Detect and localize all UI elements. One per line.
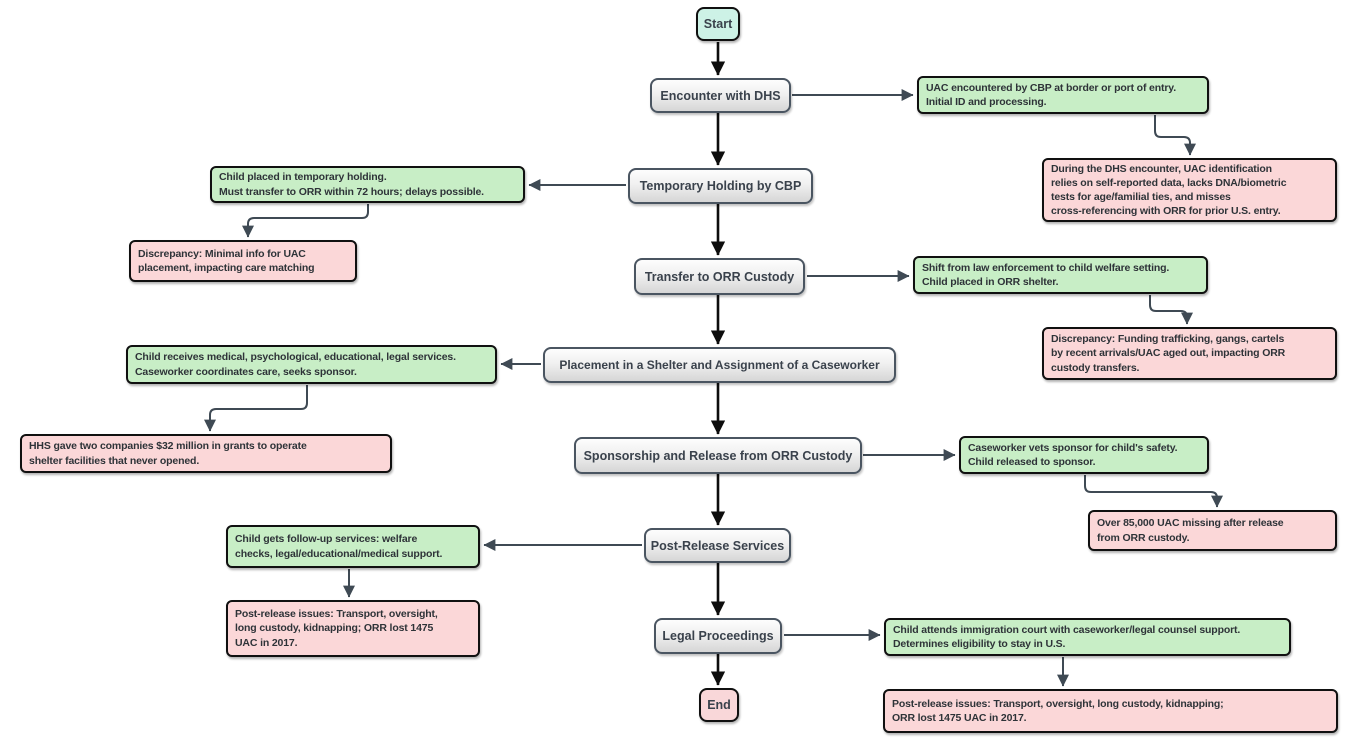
elbow-sponsornote-to-missingissue	[1084, 475, 1223, 508]
node-encounter-dhs: Encounter with DHS	[650, 78, 791, 113]
elbow-uacnote-to-dhsissue	[1154, 115, 1196, 156]
note-uac-encountered: UAC encountered by CBP at border or port…	[917, 76, 1209, 114]
node-post-release-services: Post-Release Services	[644, 528, 791, 563]
note-followup-services: Child gets follow-up services: welfare c…	[226, 525, 480, 568]
node-end: End	[699, 688, 739, 722]
elbow-shiftnote-to-fundingissue	[1149, 295, 1193, 325]
issue-missing-uac: Over 85,000 UAC missing after release fr…	[1088, 510, 1337, 551]
issue-funding-trafficking: Discrepancy: Funding trafficking, gangs,…	[1042, 327, 1337, 380]
node-sponsorship-release: Sponsorship and Release from ORR Custody	[574, 437, 862, 474]
note-shelter-services: Child receives medical, psychological, e…	[126, 345, 497, 384]
note-immigration-court: Child attends immigration court with cas…	[884, 618, 1291, 656]
issue-minimal-info: Discrepancy: Minimal info for UAC placem…	[129, 240, 357, 282]
note-sponsor-vetting: Caseworker vets sponsor for child's safe…	[959, 436, 1209, 474]
note-orr-shift: Shift from law enforcement to child welf…	[913, 256, 1208, 294]
node-placement-shelter-caseworker: Placement in a Shelter and Assignment of…	[543, 347, 896, 383]
issue-post-release-left: Post-release issues: Transport, oversigh…	[226, 600, 480, 657]
node-start: Start	[696, 7, 740, 41]
note-temporary-holding: Child placed in temporary holding. Must …	[210, 166, 525, 203]
elbow-holdingnote-to-minimalinfo	[242, 204, 369, 238]
elbow-servicesnote-to-hhsissue	[204, 385, 308, 432]
issue-hhs-grants: HHS gave two companies $32 million in gr…	[20, 434, 392, 473]
node-transfer-orr-custody: Transfer to ORR Custody	[634, 258, 805, 295]
node-temporary-holding-cbp: Temporary Holding by CBP	[628, 168, 813, 204]
node-legal-proceedings: Legal Proceedings	[654, 618, 782, 654]
issue-dhs-identification: During the DHS encounter, UAC identifica…	[1042, 158, 1337, 222]
issue-post-release-right: Post-release issues: Transport, oversigh…	[883, 689, 1338, 733]
